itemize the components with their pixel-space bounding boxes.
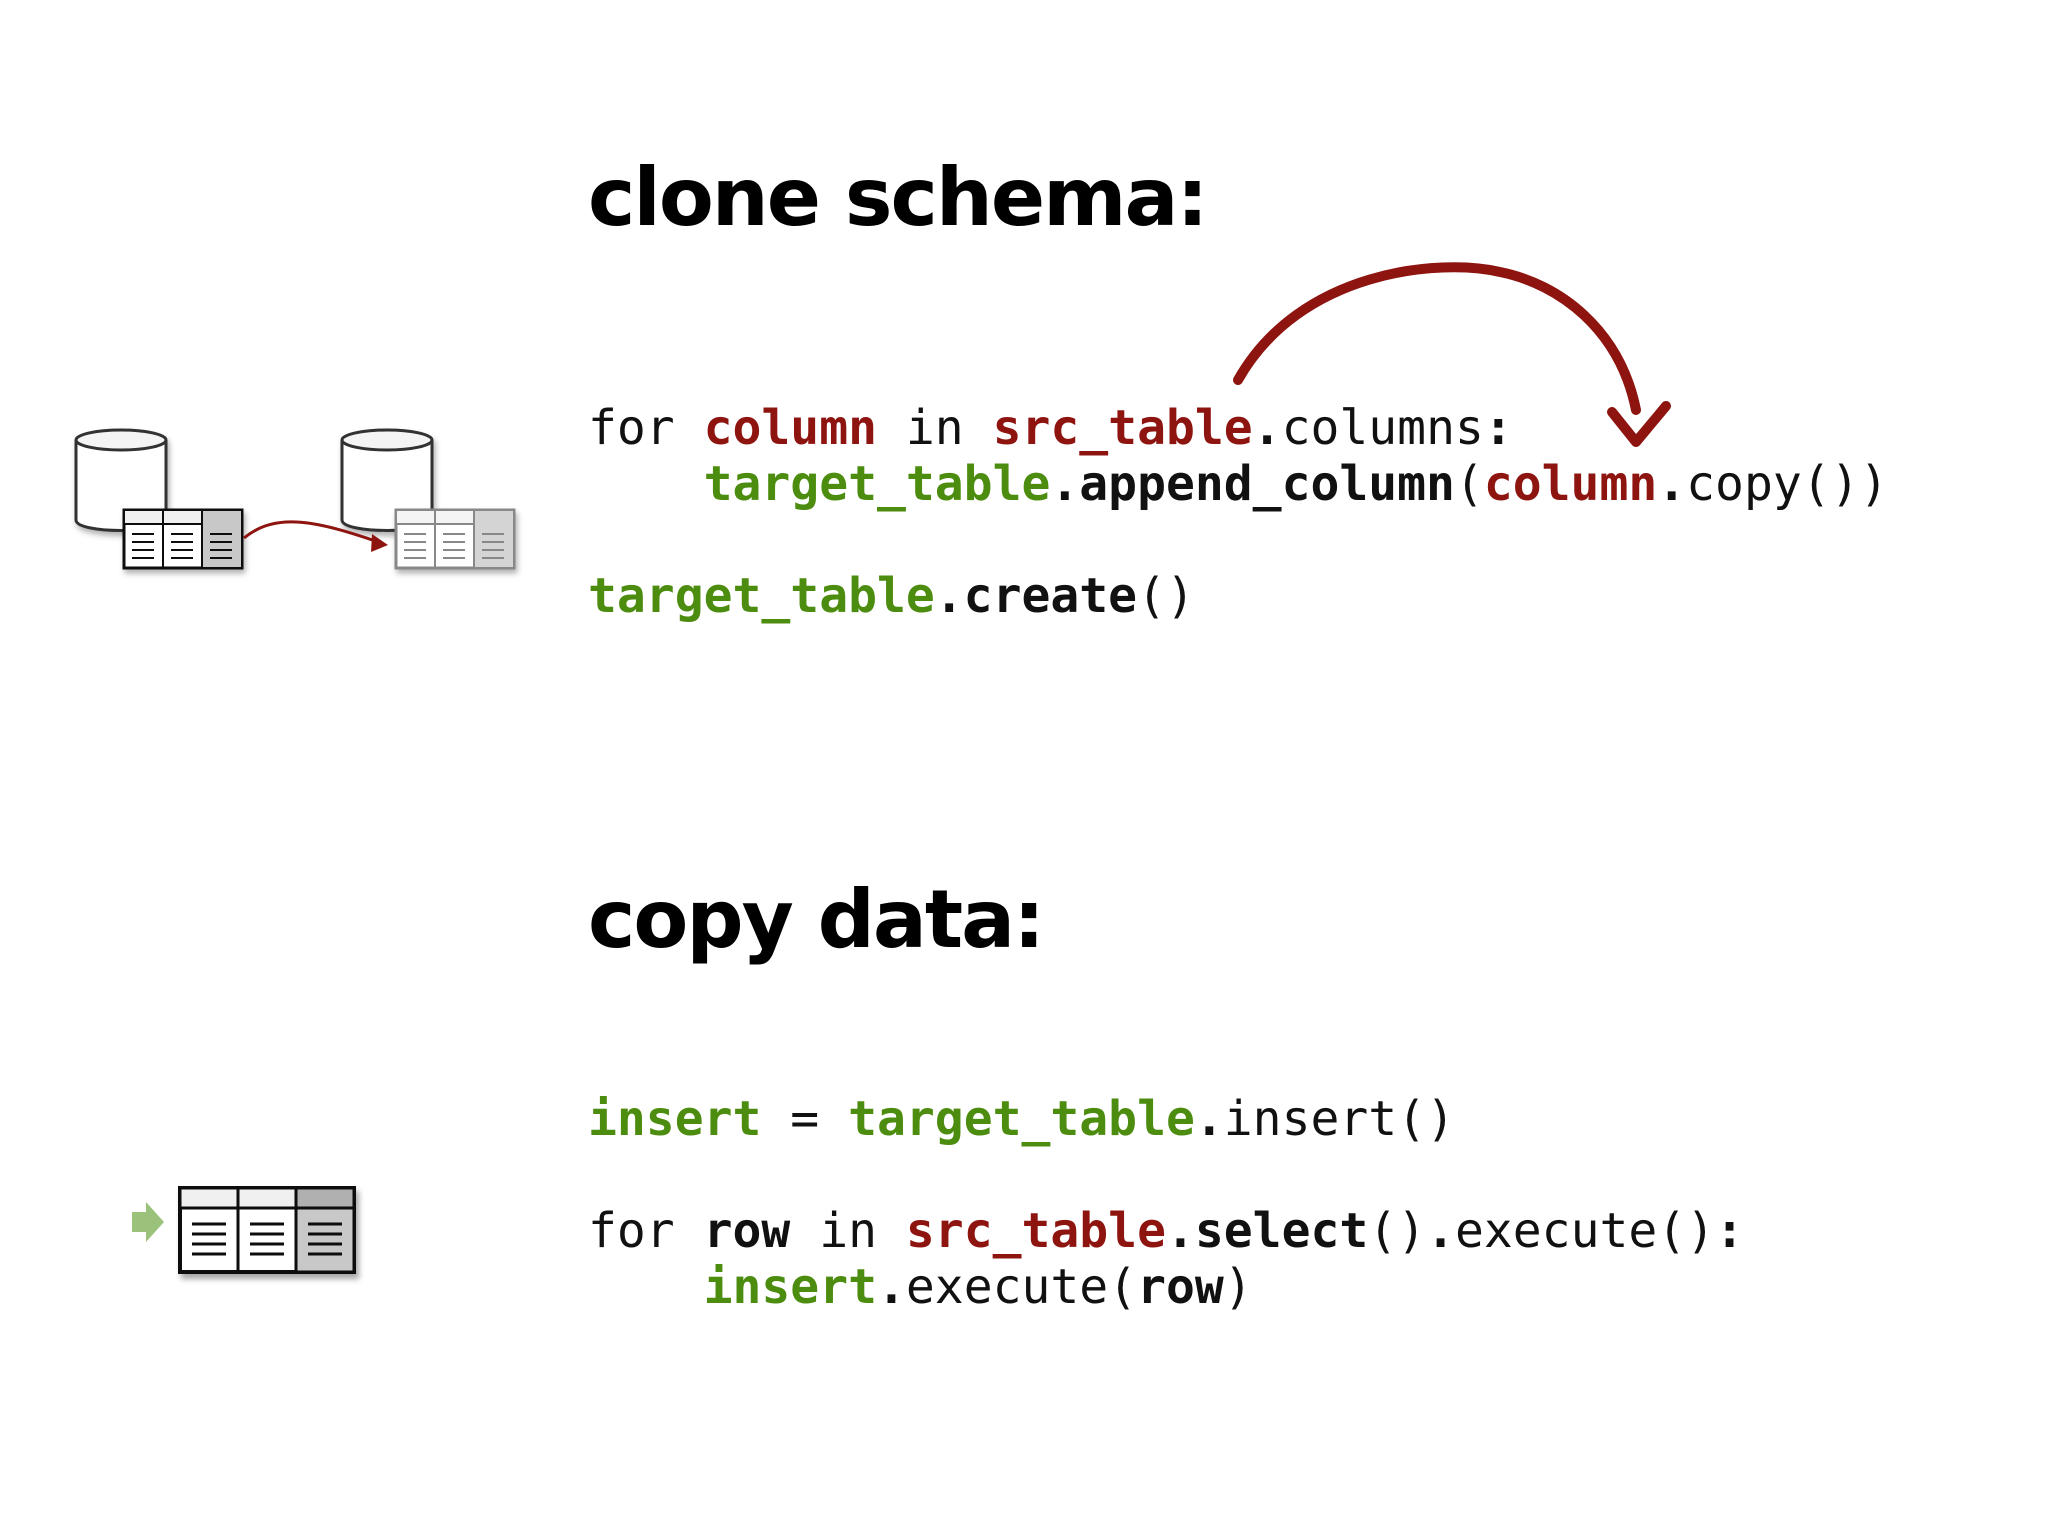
code-token: insert — [588, 1091, 762, 1147]
code-token: . — [1194, 1091, 1224, 1147]
code-token: for — [588, 1203, 704, 1259]
copy-code-line: insert.execute(row) — [588, 1259, 1744, 1315]
curved-arrow-icon — [1233, 262, 1671, 447]
insert-arrow-icon — [132, 1202, 164, 1242]
code-token: ) — [1223, 1259, 1253, 1315]
copy-code-line — [588, 1147, 1744, 1203]
code-token: () — [1368, 1203, 1427, 1259]
copy-data-heading: copy data: — [588, 873, 1045, 966]
copy-data-code-block: insert = target_table.insert()for row in… — [588, 1091, 1744, 1315]
target-table-icon — [394, 508, 516, 570]
code-token — [588, 1259, 704, 1315]
code-token: src_table — [905, 1203, 1166, 1259]
code-token: . — [1252, 400, 1282, 456]
code-token: target_table — [588, 568, 935, 624]
copy-data-illustration — [132, 1186, 356, 1274]
code-token: target_table — [848, 1091, 1195, 1147]
code-token — [588, 456, 704, 512]
clone-code-line: target_table.create() — [588, 568, 1888, 624]
clone-schema-code-block: for column in src_table.columns: target_… — [588, 400, 1888, 624]
code-token: ( — [1454, 456, 1484, 512]
code-token: copy()) — [1686, 456, 1889, 512]
clone-schema-illustration — [74, 428, 516, 570]
code-token: insert() — [1223, 1091, 1455, 1147]
code-token: : — [1715, 1203, 1744, 1259]
code-token: execute( — [905, 1259, 1138, 1315]
clone-code-line — [588, 512, 1888, 568]
code-token: : — [1483, 400, 1513, 456]
code-token: . — [876, 1259, 906, 1315]
clone-schema-heading: clone schema: — [588, 151, 1208, 244]
code-token: execute() — [1454, 1203, 1716, 1259]
code-token: () — [1137, 568, 1195, 624]
copy-code-line: for row in src_table.select().execute(): — [588, 1203, 1744, 1259]
code-token: . — [1426, 1203, 1455, 1259]
code-token: .create — [934, 568, 1138, 624]
code-token: for — [588, 400, 704, 456]
code-token: in — [790, 1203, 906, 1259]
code-token: .select — [1165, 1203, 1369, 1259]
copy-code-line: insert = target_table.insert() — [588, 1091, 1744, 1147]
code-token: insert — [703, 1259, 877, 1315]
code-token: column — [1483, 456, 1658, 512]
code-token: target_table — [703, 456, 1051, 512]
code-token: row — [1137, 1259, 1224, 1315]
code-token: .append_column — [1050, 456, 1455, 512]
code-token: . — [1657, 456, 1687, 512]
data-table-icon — [178, 1186, 356, 1274]
code-token: column — [703, 400, 877, 456]
copy-arrow-icon — [243, 520, 388, 552]
code-token: = — [761, 1091, 849, 1147]
clone-code-line: target_table.append_column(column.copy()… — [588, 456, 1889, 512]
source-table-icon — [122, 508, 244, 570]
target-database-icon — [340, 428, 434, 532]
code-token: in — [876, 400, 993, 456]
code-token: columns — [1281, 400, 1484, 456]
clone-code-line: for column in src_table.columns: — [588, 400, 1888, 456]
code-token: src_table — [992, 400, 1253, 456]
code-token: row — [703, 1203, 791, 1259]
